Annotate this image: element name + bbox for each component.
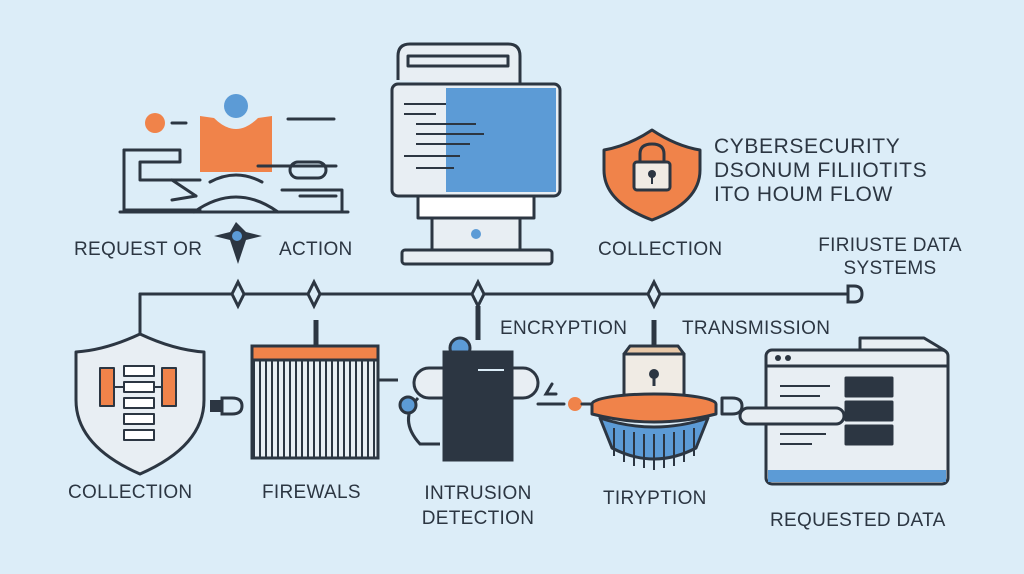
request-action-illustration (118, 94, 350, 214)
label-collection-bottom: COLLECTION (68, 482, 193, 503)
connector-arrow-2 (536, 382, 598, 411)
padlock-shield-icon (602, 128, 702, 222)
label-request-or: REQUEST OR (74, 239, 203, 260)
label-requested-data: REQUESTED DATA (770, 510, 946, 531)
label-detection: DETECTION (421, 508, 535, 529)
flow-node-4 (646, 278, 662, 310)
label-encryption: ENCRYPTION (500, 318, 628, 339)
label-tiryption: TIRYPTION (603, 488, 707, 509)
flow-node-2 (306, 278, 322, 310)
compass-star-icon (214, 222, 262, 264)
title-line-2: DSONUM FILIIOTITS (714, 159, 928, 182)
encryption-lock-device-icon (590, 320, 744, 470)
label-transmission: TRANSMISSION (682, 318, 831, 339)
flow-node-3 (470, 278, 486, 310)
label-firewals: FIREWALS (262, 482, 361, 503)
label-action: ACTION (279, 239, 353, 260)
label-intrusion: INTRUSION (424, 483, 532, 504)
title-line-1: CYBERSECURITY (714, 135, 901, 158)
flow-node-1 (230, 278, 246, 310)
label-systems: SYSTEMS (843, 258, 937, 279)
title-line-3: ITO HOUM FLOW (714, 183, 893, 206)
firewall-panel-icon (250, 320, 398, 460)
flow-end-cap (846, 284, 864, 304)
requested-data-window-icon (738, 336, 950, 486)
connector-arrow-1 (210, 396, 244, 416)
label-collection-top: COLLECTION (598, 239, 723, 260)
label-firiuste-data: FIRIUSTE DATA (818, 235, 962, 256)
collection-shield-icon (74, 332, 206, 476)
intrusion-detection-server-icon (398, 306, 540, 462)
flow-line (138, 292, 856, 336)
computer-monitor-illustration (390, 42, 562, 266)
